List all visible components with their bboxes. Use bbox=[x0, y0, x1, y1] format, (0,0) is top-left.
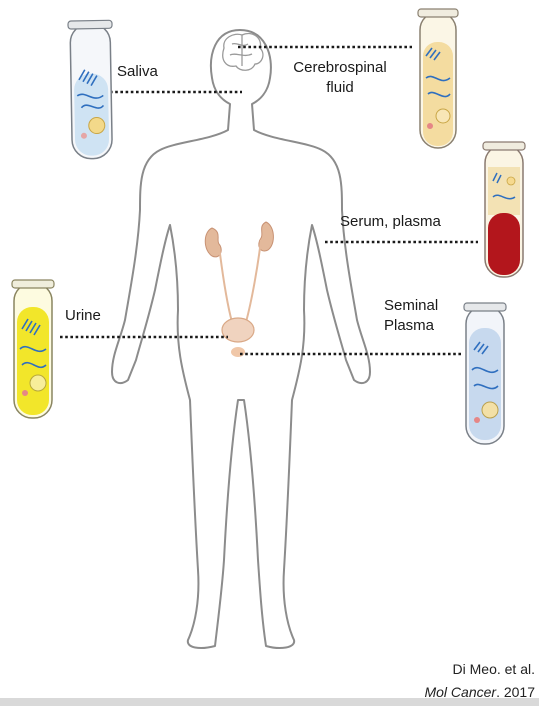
label-csf-line1: Cerebrospinal bbox=[280, 58, 400, 78]
label-urine: Urine bbox=[65, 306, 101, 326]
tube-serum-plasma bbox=[483, 142, 525, 277]
label-seminal-line1: Seminal bbox=[384, 296, 438, 316]
bottom-bar bbox=[0, 698, 539, 706]
bladder-icon bbox=[222, 318, 254, 342]
label-serum-plasma: Serum, plasma bbox=[340, 212, 441, 232]
label-seminal-line2: Plasma bbox=[384, 316, 438, 336]
label-saliva: Saliva bbox=[117, 62, 158, 82]
label-csf-line2: fluid bbox=[280, 78, 400, 98]
tube-urine bbox=[12, 280, 54, 418]
tube-csf bbox=[418, 9, 458, 148]
tube-saliva bbox=[68, 20, 114, 159]
label-seminal-plasma: Seminal Plasma bbox=[384, 296, 438, 336]
prostate-icon bbox=[231, 347, 245, 357]
tube-seminal-plasma bbox=[464, 303, 506, 444]
label-cerebrospinal-fluid: Cerebrospinal fluid bbox=[280, 58, 400, 98]
citation-authors: Di Meo. et al. bbox=[453, 660, 535, 678]
